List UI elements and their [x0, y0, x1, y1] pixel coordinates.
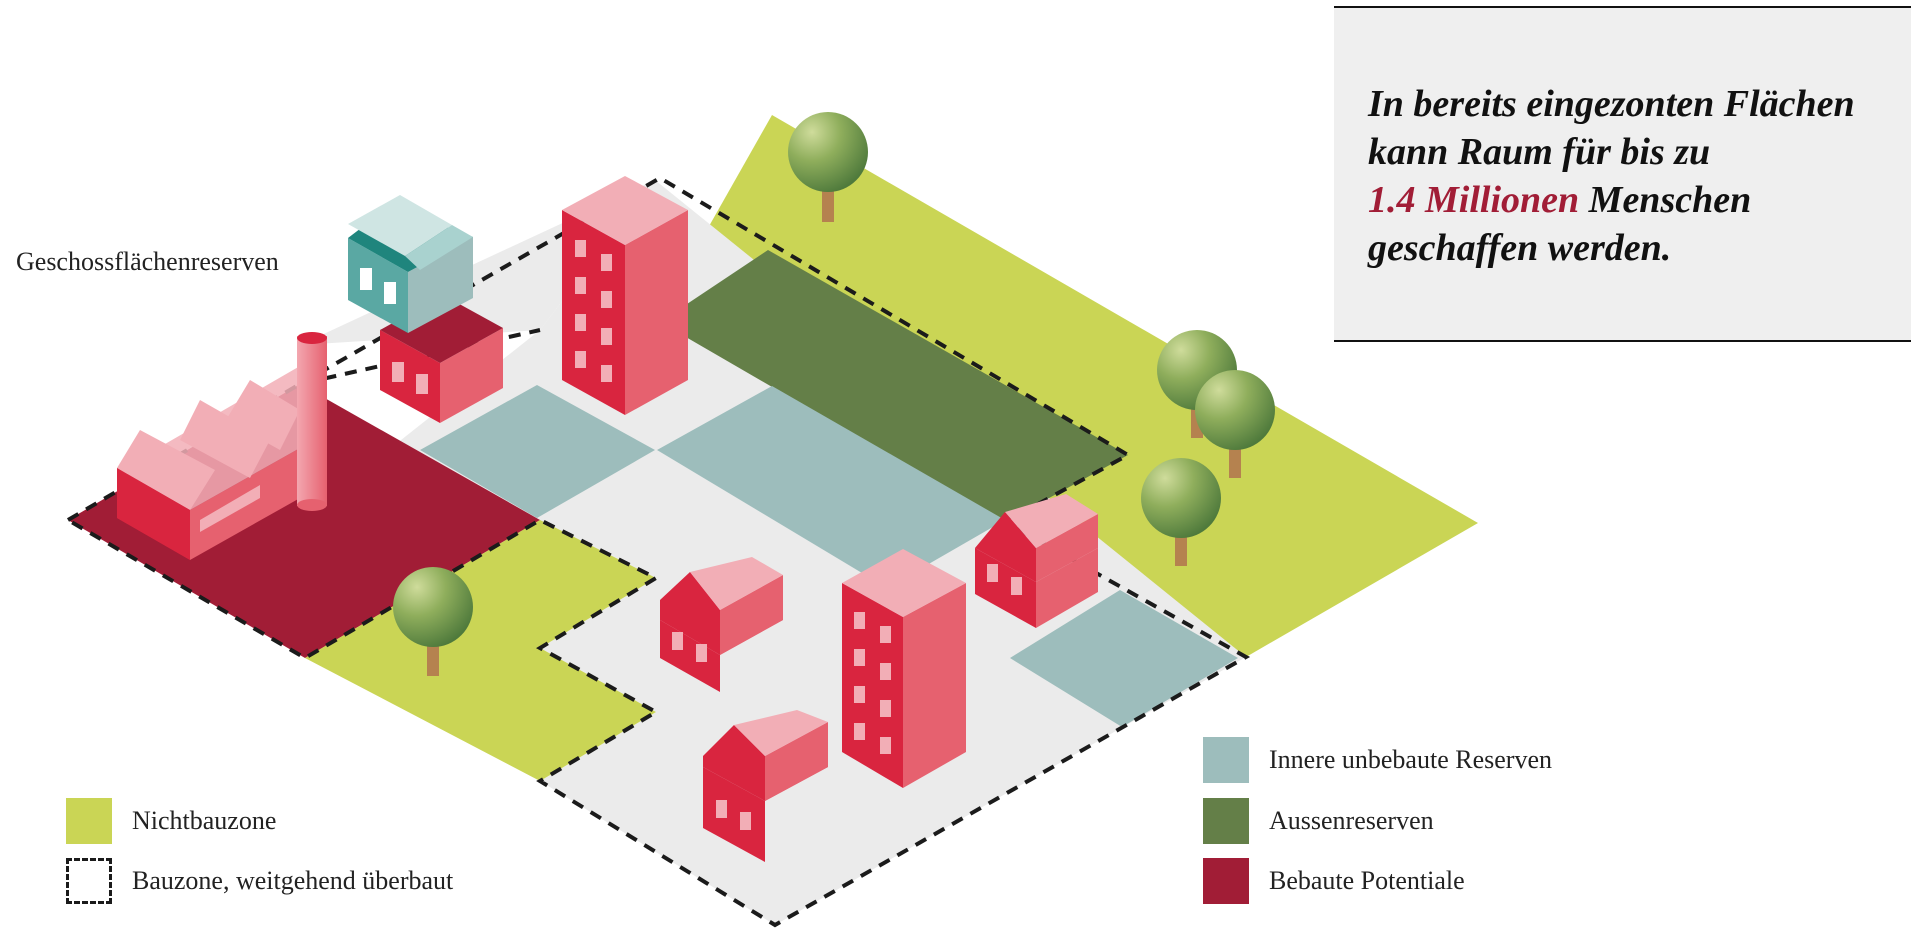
legend-swatch	[1203, 737, 1249, 783]
legend-swatch	[66, 858, 112, 904]
house-right	[975, 494, 1098, 628]
tree	[393, 567, 473, 676]
legend-swatch	[1203, 798, 1249, 844]
legend-swatch	[1203, 858, 1249, 904]
legend-item-bauzone: Bauzone, weitgehend überbaut	[66, 858, 453, 904]
tree	[1195, 370, 1275, 478]
nichtbauzone-area-back	[657, 115, 1478, 657]
additional-storey-teal	[348, 195, 473, 333]
tree	[1141, 458, 1221, 566]
factory-chimney	[297, 332, 327, 511]
innere-reserven-area-1	[420, 385, 655, 518]
house-middle	[660, 557, 783, 692]
callout-text: In bereits eingezonten Flächen kann Raum…	[1368, 83, 1855, 269]
legend-item-bebaute-potentiale: Bebaute Potentiale	[1203, 858, 1465, 904]
callout-box: In bereits eingezonten Flächen kann Raum…	[1334, 6, 1911, 342]
aussenreserven-area	[660, 250, 1128, 522]
legend-item-nichtbauzone: Nichtbauzone	[66, 798, 276, 844]
tall-building-back	[562, 176, 688, 415]
innere-reserven-area-3	[1010, 590, 1238, 727]
tall-building-front	[842, 549, 966, 788]
legend-item-aussenreserven: Aussenreserven	[1203, 798, 1434, 844]
geschossflaechen-label: Geschossflächenreserven	[16, 247, 279, 276]
house-front	[703, 710, 828, 862]
legend-swatch	[66, 798, 112, 844]
innere-reserven-area-2	[657, 386, 1005, 588]
factory-building	[117, 366, 300, 560]
bauzone-boundary	[66, 175, 1251, 928]
nichtbauzone-area-front	[305, 520, 656, 781]
small-house-red	[380, 295, 503, 423]
bauzone-ground	[300, 180, 1246, 925]
callout-highlight: 1.4 Millionen	[1368, 179, 1580, 221]
legend-item-innere-reserven: Innere unbebaute Reserven	[1203, 737, 1552, 783]
tree	[788, 112, 868, 222]
